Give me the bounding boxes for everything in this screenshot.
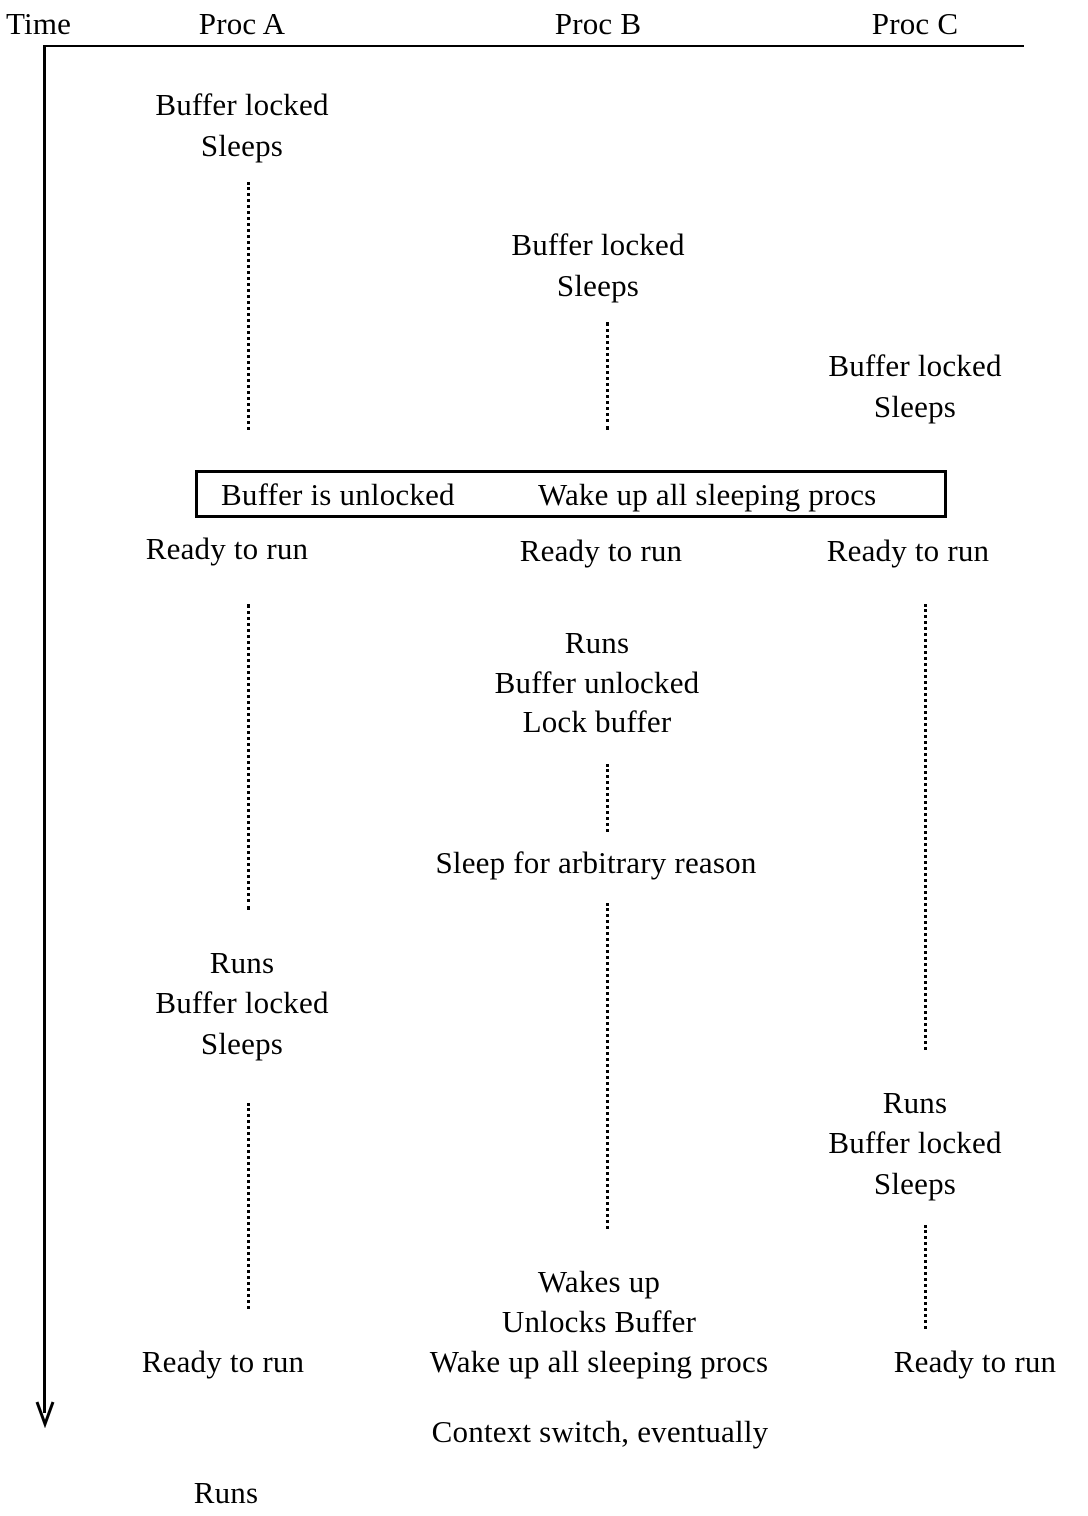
time-axis-arrow-icon: [35, 1401, 55, 1428]
proc-b-ready-1: Ready to run: [519, 533, 683, 568]
proc-a-ready-2: Ready to run: [141, 1344, 305, 1379]
time-axis-line: [43, 45, 46, 1413]
proc-b-event-3-line-2: Unlocks Buffer: [501, 1304, 697, 1339]
banner-unlock-text: Buffer is unlocked: [221, 477, 455, 512]
proc-b-sleep-line-2: [606, 903, 609, 1229]
proc-b-event-3-line-1: Wakes up: [537, 1264, 661, 1299]
proc-b-sleep-reason: Sleep for arbitrary reason: [435, 845, 757, 880]
context-switch-label: Context switch, eventually: [431, 1414, 769, 1449]
proc-a-sleep-line-2: [247, 1103, 250, 1309]
header-rule: [44, 45, 1024, 47]
proc-a-header: Proc A: [198, 6, 286, 41]
proc-b-sleep-line-1: [606, 322, 609, 430]
proc-a-final-runs: Runs: [193, 1475, 259, 1510]
proc-a-event-2-line-2: Buffer locked: [155, 985, 329, 1020]
proc-c-ready-2: Ready to run: [893, 1344, 1057, 1379]
proc-c-header: Proc C: [871, 6, 959, 41]
proc-a-event-2-line-3: Sleeps: [200, 1026, 284, 1061]
proc-b-event-2-line-3: Lock buffer: [522, 704, 672, 739]
proc-c-event-1-line-1: Buffer locked: [828, 348, 1002, 383]
proc-c-sleep-line-2: [924, 1225, 927, 1329]
unlock-banner: Buffer is unlocked Wake up all sleeping …: [195, 470, 947, 518]
proc-c-event-2-line-1: Runs: [882, 1085, 948, 1120]
proc-a-event-1-line-1: Buffer locked: [155, 87, 329, 122]
proc-b-event-1-line-1: Buffer locked: [511, 227, 685, 262]
proc-c-event-1-line-2: Sleeps: [873, 389, 957, 424]
proc-b-header: Proc B: [554, 6, 642, 41]
proc-a-ready-1: Ready to run: [145, 531, 309, 566]
proc-c-event-2-line-3: Sleeps: [873, 1166, 957, 1201]
proc-b-line-2: [606, 764, 609, 832]
proc-b-event-2-line-2: Buffer unlocked: [494, 665, 700, 700]
time-axis-label: Time: [6, 6, 72, 41]
proc-b-event-2-line-1: Runs: [564, 625, 630, 660]
proc-c-wait-line-1: [924, 604, 927, 1050]
proc-a-event-1-line-2: Sleeps: [200, 128, 284, 163]
proc-b-event-1-line-2: Sleeps: [556, 268, 640, 303]
proc-a-event-2-line-1: Runs: [209, 945, 275, 980]
proc-a-wait-line-1: [247, 604, 250, 910]
proc-c-ready-1: Ready to run: [826, 533, 990, 568]
banner-wake-text: Wake up all sleeping procs: [538, 477, 877, 512]
proc-c-event-2-line-2: Buffer locked: [828, 1125, 1002, 1160]
proc-b-event-3-line-3: Wake up all sleeping procs: [429, 1344, 769, 1379]
proc-a-sleep-line-1: [247, 182, 250, 430]
